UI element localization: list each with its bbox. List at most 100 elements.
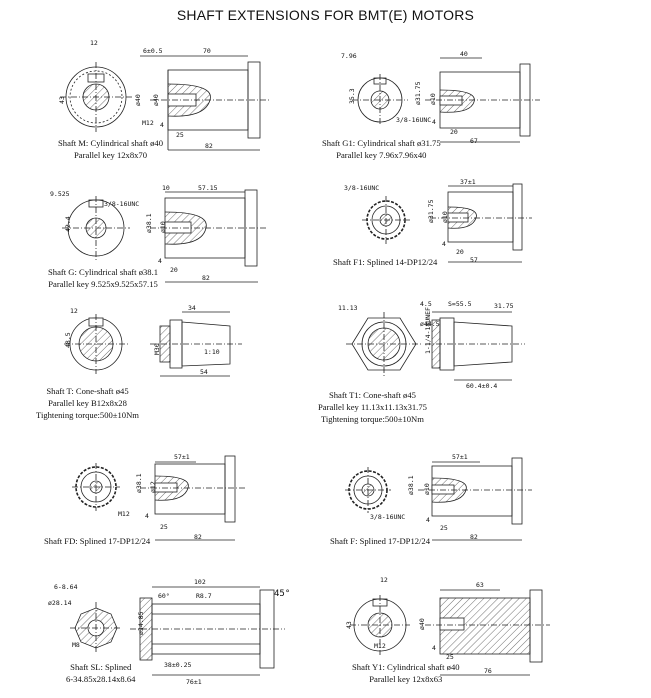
caption-line: 6-34.85x28.14x8.64	[66, 674, 136, 684]
shaft-f-len-dim: 57±1	[452, 453, 468, 461]
shaft-t1-total-dim: 60.4±0.4	[466, 382, 497, 390]
shaft-g1-caption: Shaft G1: Cylindrical shaft ø31.75 Paral…	[322, 137, 441, 161]
caption-line: Shaft SL: Splined	[70, 662, 132, 672]
shaft-m-total-dim: 82	[205, 142, 213, 150]
caption-line: Parallel key 12x8x70	[74, 150, 148, 160]
shaft-g-thread-dim: 3/8-16UNC	[104, 200, 139, 208]
shaft-f-a-dim: 4	[426, 516, 430, 524]
shaft-g1-len-dim: 40	[460, 50, 468, 58]
caption-line: Shaft F1: Splined 14-DP12/24	[333, 257, 438, 267]
page-title: SHAFT EXTENSIONS FOR BMT(E) MOTORS	[176, 7, 475, 23]
shaft-m-d2-dim: ø40	[134, 94, 142, 106]
shaft-sl-thread-dim: M8	[72, 641, 80, 649]
shaft-y1-total-dim: 76	[484, 667, 492, 675]
shaft-y1-len-dim: 63	[476, 581, 484, 589]
shaft-sl-drawing	[70, 586, 285, 676]
shaft-t-key-dim: 12	[70, 307, 78, 315]
shaft-g1-key-dim: 7.96	[341, 52, 357, 60]
caption-line: Tightening torque:500±10Nm	[320, 414, 424, 424]
shaft-f1-caption: Shaft F1: Splined 14-DP12/24	[333, 256, 437, 268]
shaft-m-drawing	[60, 55, 270, 151]
shaft-g-caption: Shaft G: Cylindrical shaft ø38.1 Paralle…	[48, 266, 158, 290]
shaft-f1-len-dim: 37±1	[460, 178, 476, 186]
shaft-g-total-dim: 82	[202, 274, 210, 282]
caption-line: Shaft FD: Splined 17-DP12/24	[44, 536, 151, 546]
caption-line: Parallel key 12x8x63	[369, 674, 443, 684]
shaft-g-d3-dim: ø10	[159, 221, 167, 233]
shaft-g-drawing	[62, 189, 268, 283]
shaft-g1-dia-dim: 35.3	[348, 88, 356, 104]
caption-line: Shaft M: Cylindrical shaft ø40	[58, 138, 164, 148]
shaft-f-total-dim: 82	[470, 533, 478, 541]
shaft-sl-b-dim: ø28.14	[48, 599, 72, 607]
shaft-m-key-dim: 12	[90, 39, 98, 47]
caption-line: Shaft G: Cylindrical shaft ø38.1	[48, 267, 159, 277]
shaft-sl-d2-dim: ø34.85	[137, 611, 145, 635]
shaft-t-drawing	[64, 311, 242, 377]
shaft-f-thread-dim: 3/8-16UNC	[370, 513, 405, 521]
caption-line: Tightening torque:500±10Nm	[36, 410, 139, 420]
shaft-f1-b-dim: 20	[456, 248, 464, 256]
shaft-m-caption: Shaft M: Cylindrical shaft ø40 Parallel …	[58, 137, 163, 161]
shaft-g1-total-dim: 67	[470, 137, 478, 145]
shaft-g1-thread-dim: 3/8-16UNC	[396, 116, 431, 124]
shaft-f1-thread-dim: 3/8-16UNC	[344, 184, 379, 192]
shaft-y1-a-dim: 4	[432, 644, 436, 652]
shaft-f-caption: Shaft F: Splined 17-DP12/24	[330, 535, 430, 547]
shaft-f-d2-dim: ø38.1	[407, 475, 415, 495]
shaft-m-off-dim: 6±0.5	[143, 47, 163, 55]
shaft-g1-d2-dim: ø31.75	[414, 81, 422, 105]
shaft-m-len-dim: 70	[203, 47, 211, 55]
shaft-y1-d2-dim: ø40	[418, 618, 426, 630]
shaft-t-tb-dim: 54	[200, 368, 208, 376]
shaft-t1-caption: Shaft T1: Cone-shaft ø45 Parallel key 11…	[318, 389, 427, 425]
shaft-g1-d3-dim: ø10	[429, 93, 437, 105]
shaft-t-dia-dim: 48.5	[64, 332, 72, 348]
shaft-sl-len-dim: 102	[194, 578, 206, 586]
caption-line: Shaft T: Cone-shaft ø45	[46, 386, 129, 396]
shaft-t1-drawing	[346, 311, 525, 381]
shaft-m-thread-dim: M12	[142, 119, 154, 127]
caption-line: Parallel key 7.96x7.96x40	[336, 150, 427, 160]
shaft-y1-caption: Shaft Y1: Cylindrical shaft ø40 Parallel…	[352, 661, 460, 685]
shaft-g-key-dim: 9.525	[50, 190, 70, 198]
shaft-f-drawing	[345, 457, 532, 541]
shaft-t1-thread-dim: 1-1/4-18UNEF	[424, 307, 432, 354]
shaft-g-b-dim: 20	[170, 266, 178, 274]
caption-line: Shaft G1: Cylindrical shaft ø31.75	[322, 138, 441, 148]
shaft-m-dia-dim: 43	[58, 96, 66, 104]
shaft-t-ta-dim: 34	[188, 304, 196, 312]
shaft-y1-dia-dim: 43	[345, 621, 353, 629]
shaft-t-thread-dim: M30	[153, 343, 161, 355]
shaft-f1-a-dim: 4	[442, 240, 446, 248]
shaft-sl-caption: Shaft SL: Splined 6-34.85x28.14x8.64	[66, 661, 135, 685]
caption-line: Shaft Y1: Cylindrical shaft ø40	[352, 662, 460, 672]
shaft-g1-drawing	[352, 57, 540, 143]
shaft-f1-drawing	[362, 183, 532, 263]
shaft-fd-a-dim: 4	[145, 512, 149, 520]
shaft-g-len-dim: 57.15	[198, 184, 218, 192]
shaft-sl-c-dim: R8.7	[196, 592, 212, 600]
shaft-t1-d2-dim: ø44.5	[420, 320, 440, 328]
shaft-t1-a-dim: 4.5	[420, 300, 432, 308]
shaft-t1-b-dim: S=55.5	[448, 300, 472, 308]
caption-line: Parallel key B12x8x28	[48, 398, 127, 408]
shaft-f-d3-dim: ø10	[423, 483, 431, 495]
shaft-fd-d3-dim: ø12	[149, 481, 157, 493]
shaft-fd-len-dim: 57±1	[174, 453, 190, 461]
shaft-sl-d-dim: 38±0.25	[164, 661, 191, 669]
caption-line: Parallel key 9.525x9.525x57.15	[48, 279, 158, 289]
shaft-fd-caption: Shaft FD: Splined 17-DP12/24	[44, 535, 150, 547]
shaft-t-caption: Shaft T: Cone-shaft ø45 Parallel key B12…	[36, 385, 139, 421]
shaft-f1-d3-dim: ø10	[441, 211, 449, 223]
shaft-fd-b-dim: 25	[160, 523, 168, 531]
shaft-y1-drawing	[350, 589, 550, 676]
shaft-f1-d2-dim: ø31.75	[427, 199, 435, 223]
shaft-f1-total-dim: 57	[470, 256, 478, 264]
shaft-g-dia-dim: 42.4	[64, 216, 72, 232]
shaft-y1-key-dim: 12	[380, 576, 388, 584]
shaft-fd-thread-dim: M12	[118, 510, 130, 518]
shaft-sl-angle-dim: 45°	[274, 589, 290, 599]
shaft-sl-a-dim: 6-8.64	[54, 583, 78, 591]
shaft-f-b-dim: 25	[440, 524, 448, 532]
